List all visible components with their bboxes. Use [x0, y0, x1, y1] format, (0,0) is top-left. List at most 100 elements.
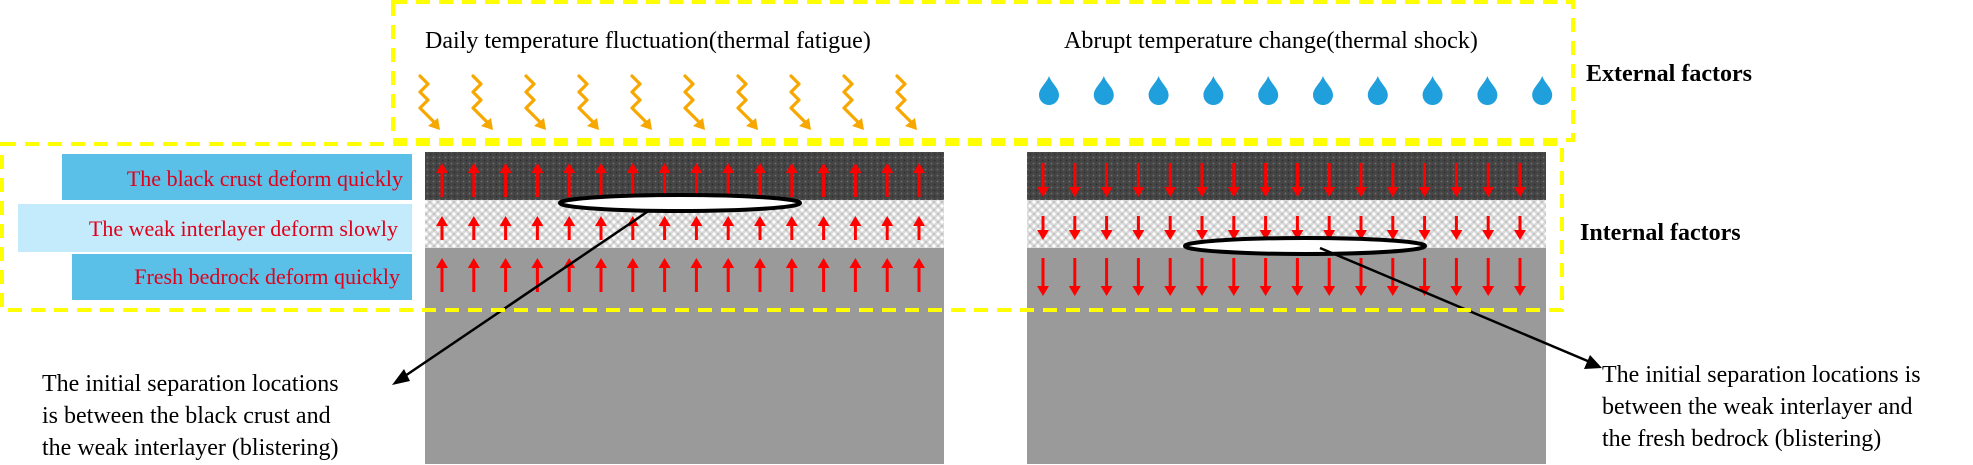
water-drop-icon: [1422, 76, 1443, 105]
interlayer-down-arrow: [1291, 216, 1304, 240]
interlayer-down-arrow: [1227, 216, 1240, 240]
interlayer-down-arrow: [1259, 216, 1272, 240]
bedrock-down-arrow: [1037, 258, 1049, 296]
bedrock-up-arrow: [626, 258, 639, 292]
crust-down-arrow: [1450, 163, 1463, 197]
bedrock-up-arrow: [658, 258, 671, 292]
crust-up-arrow: [817, 163, 830, 197]
bedrock-down-arrow: [1482, 258, 1495, 296]
crust-up-arrow: [595, 163, 607, 197]
left-annotation: The initial separation locations is betw…: [42, 371, 339, 461]
bedrock-down-arrow: [1164, 258, 1177, 296]
interlayer-label-box: [18, 204, 412, 252]
water-drop-icon: [1148, 76, 1169, 105]
interlayer-up-arrow: [913, 216, 925, 240]
external-factors-box: [391, 0, 1575, 142]
interlayer-down-arrow: [1514, 216, 1526, 240]
bedrock-down-arrow: [1227, 258, 1240, 296]
crust-label-box: [62, 154, 412, 200]
left-black-crust: [425, 152, 944, 200]
left-annotation-line-3: the weak interlayer (blistering): [42, 435, 339, 461]
crust-up-arrow: [690, 163, 703, 197]
interlayer-down-arrow: [1323, 216, 1336, 240]
layer-labels: The black crust deform quickly The weak …: [18, 154, 412, 300]
crust-down-arrow: [1259, 163, 1272, 197]
right-annotation-line-3: the fresh bedrock (blistering): [1602, 426, 1881, 452]
bedrock-down-arrow: [1068, 258, 1081, 296]
bedrock-down-arrow: [1514, 258, 1526, 296]
crust-up-arrow: [658, 163, 671, 197]
crust-down-arrow: [1482, 163, 1495, 197]
crust-up-arrow: [436, 163, 448, 197]
heat-wave-icon: [418, 74, 440, 130]
bedrock-up-arrow: [722, 258, 735, 292]
interlayer-up-arrow: [785, 216, 798, 240]
interlayer-label: The weak interlayer deform slowly: [89, 216, 398, 241]
crust-down-arrow: [1132, 163, 1145, 197]
heat-wave-icon: [789, 74, 811, 130]
bedrock-down-arrow: [1386, 258, 1399, 296]
crust-down-arrow: [1196, 163, 1208, 197]
bedrock-down-arrow: [1196, 258, 1208, 296]
bedrock-down-arrow: [1259, 258, 1272, 296]
internal-factors-label: Internal factors: [1580, 220, 1741, 246]
water-drop-icon: [1532, 76, 1553, 105]
crust-down-arrow: [1323, 163, 1336, 197]
crust-up-arrow: [467, 163, 480, 197]
bedrock-up-arrow: [785, 258, 798, 292]
interlayer-up-arrow: [499, 216, 512, 240]
bedrock-up-arrow: [881, 258, 894, 292]
thermal-shock-title: Abrupt temperature change(thermal shock): [1064, 28, 1478, 54]
interlayer-up-arrow: [690, 216, 703, 240]
crust-up-arrow: [913, 163, 925, 197]
bedrock-up-arrow: [849, 258, 862, 292]
interlayer-down-arrow: [1386, 216, 1399, 240]
interlayer-down-arrow: [1450, 216, 1463, 240]
crust-label: The black crust deform quickly: [127, 166, 403, 191]
water-drop-icon: [1093, 76, 1114, 105]
heat-wave-icon: [895, 74, 917, 130]
interlayer-up-arrow: [467, 216, 480, 240]
water-drop-icon: [1313, 76, 1333, 105]
right-separation-ellipse: [1183, 236, 1427, 256]
crust-down-arrow: [1037, 163, 1049, 197]
right-leader-arrowhead: [1584, 355, 1602, 369]
crust-up-arrow: [531, 163, 544, 197]
bedrock-up-arrow: [913, 258, 925, 292]
left-separation-ellipse: [558, 193, 802, 213]
right-annotation-line-2: between the weak interlayer and: [1602, 394, 1913, 420]
right-annotation: The initial separation locations is betw…: [1602, 362, 1921, 452]
interlayer-up-arrow: [595, 216, 607, 240]
interlayer-down-arrow: [1482, 216, 1495, 240]
heat-wave-icon: [577, 74, 599, 130]
interlayer-up-arrow: [658, 216, 671, 240]
crust-down-arrow: [1100, 163, 1113, 197]
bedrock-down-arrow: [1450, 258, 1463, 296]
left-leader-line: [401, 208, 651, 380]
crust-up-arrow: [499, 163, 512, 197]
bedrock-down-arrow: [1291, 258, 1304, 296]
right-annotation-line-1: The initial separation locations is: [1602, 362, 1921, 388]
interlayer-up-arrow: [531, 216, 544, 240]
heat-wave-icon: [736, 74, 758, 130]
internal-factors-box: [0, 142, 1564, 312]
thermal-fatigue-title: Daily temperature fluctuation(thermal fa…: [425, 28, 871, 54]
interlayer-up-arrow: [849, 216, 862, 240]
crust-up-arrow: [626, 163, 639, 197]
bedrock-down-arrow: [1132, 258, 1145, 296]
water-drop-icon: [1367, 76, 1388, 105]
interlayer-down-arrow: [1164, 216, 1177, 240]
right-black-crust: [1027, 152, 1546, 200]
interlayer-up-arrow: [722, 216, 735, 240]
crust-down-arrow: [1386, 163, 1399, 197]
bedrock-up-arrow: [754, 258, 766, 292]
interlayer-down-arrow: [1132, 216, 1145, 240]
water-drop-icon: [1039, 76, 1059, 105]
heat-wave-icon: [842, 74, 864, 130]
heat-wave-icon: [524, 74, 546, 130]
heat-wave-icon: [630, 74, 652, 130]
water-drop-icon: [1477, 76, 1498, 105]
heat-symbols: [418, 74, 917, 130]
crust-down-arrow: [1291, 163, 1304, 197]
